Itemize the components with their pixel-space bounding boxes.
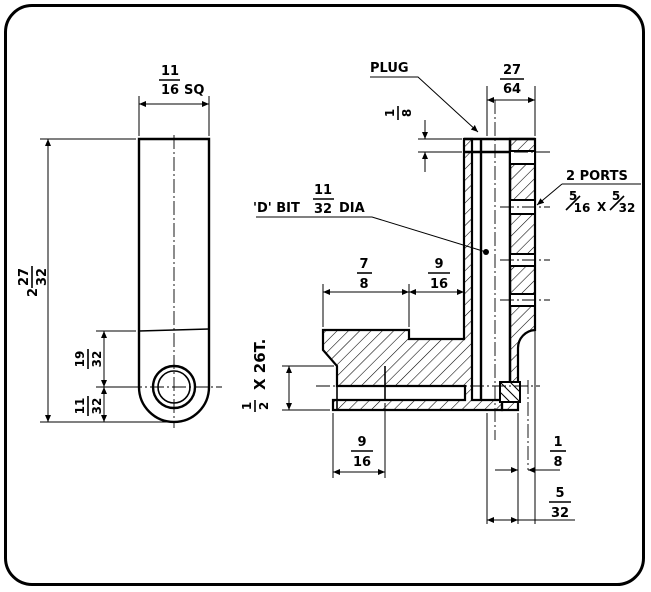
side-height-num: 27: [17, 268, 32, 286]
section-view: PLUG 27 64 1 8 'D' BIT 11 32 DIA 2 PORTS…: [240, 61, 641, 524]
port-size-a-den: 16: [574, 201, 591, 215]
side-width-num: 11: [161, 64, 179, 79]
right-bottom-den: 32: [551, 506, 569, 521]
side-bottom-den: 32: [90, 398, 104, 415]
ports-label: 2 PORTS: [566, 169, 628, 184]
top-width-den: 64: [503, 82, 521, 97]
bit-den: 32: [314, 202, 332, 217]
port-size-a-num: 5: [569, 189, 577, 203]
right-bottom-num: 5: [555, 486, 564, 501]
port-size-b-den: 32: [619, 201, 636, 215]
side-height-label: 2 27 32: [17, 266, 50, 297]
thread-label: 1 2 X 26T.: [240, 339, 271, 412]
plug-depth-num: 1: [383, 109, 397, 117]
drawing-sheet: [4, 4, 645, 586]
plug-depth-den: 8: [400, 109, 414, 117]
step-num: 9: [434, 257, 443, 272]
side-height-den: 32: [35, 268, 50, 286]
side-width-suffix: SQ: [184, 83, 204, 98]
side-view: 11 16 SQ 2 27 32 19 32 11 32: [17, 64, 222, 428]
right-small-den: 8: [553, 455, 562, 470]
side-view-outline: [137, 137, 211, 424]
side-width-den: 16: [161, 83, 179, 98]
side-bottom-num: 11: [73, 398, 87, 415]
right-small-num: 1: [553, 435, 562, 450]
bit-suffix: DIA: [339, 201, 365, 216]
plug-depth-label: 1 8: [383, 106, 414, 120]
section-hatch-body: [321, 137, 504, 412]
side-bottom-label: 11 32: [73, 396, 104, 416]
bottom-length-den: 16: [353, 455, 371, 470]
thread-den: 2: [257, 402, 271, 410]
port-upper: [509, 150, 536, 165]
boss-length-num: 7: [359, 257, 368, 272]
side-hole-center-label: 19 32: [73, 349, 104, 369]
bit-label: 'D' BIT: [253, 201, 300, 216]
boss-length-den: 8: [359, 277, 368, 292]
side-hole-center-num: 19: [73, 351, 87, 368]
thread-spec: X 26T.: [251, 339, 269, 390]
thread-num: 1: [240, 402, 254, 410]
bottom-length-num: 9: [357, 435, 366, 450]
side-height-whole: 2: [26, 288, 41, 297]
step-den: 16: [430, 277, 448, 292]
plug-label: PLUG: [370, 61, 409, 76]
bit-num: 11: [314, 183, 332, 198]
section-hatch-right: [500, 137, 537, 412]
port-size-b-num: 5: [612, 189, 620, 203]
port-size-sep: X: [597, 200, 607, 214]
top-width-num: 27: [503, 63, 521, 78]
side-hole-center-den: 32: [90, 351, 104, 368]
